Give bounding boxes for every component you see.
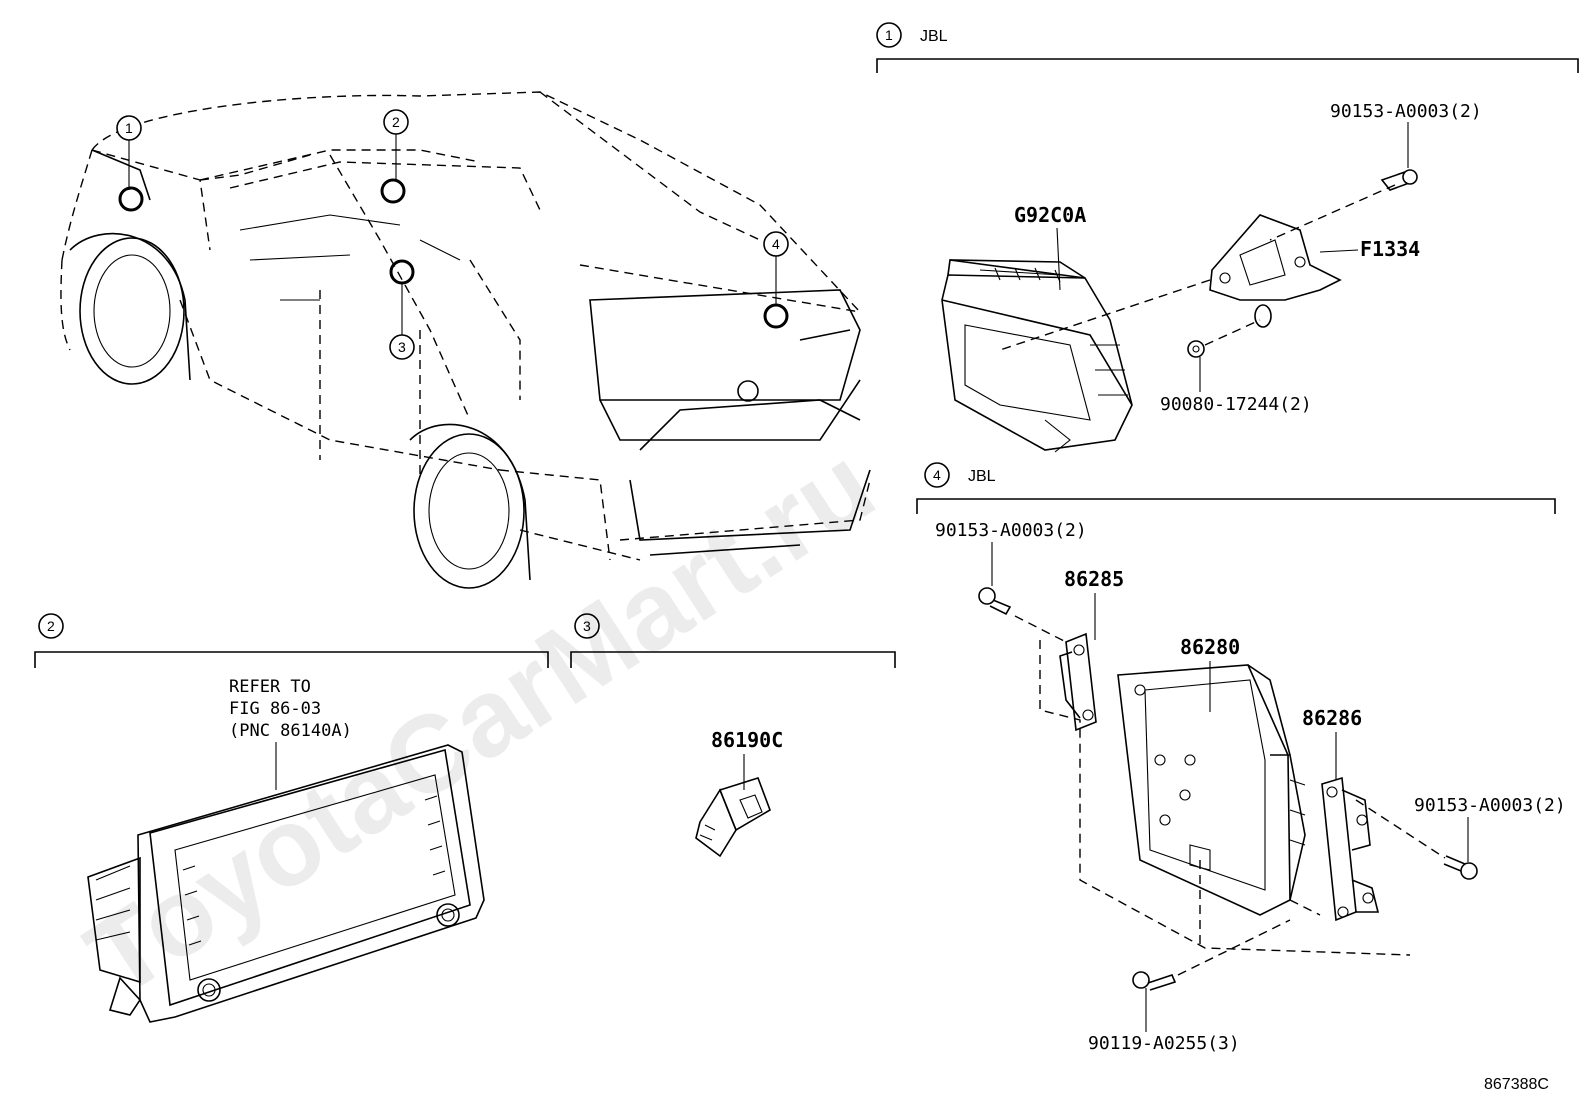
label-bolt-s4-right: 90153-A0003(2) xyxy=(1414,795,1566,816)
svg-text:2: 2 xyxy=(47,618,55,634)
bracket-86286 xyxy=(1321,776,1380,922)
svg-text:4: 4 xyxy=(933,467,941,483)
vehicle-illustration xyxy=(60,91,871,589)
bolt-s4-right xyxy=(1443,855,1478,880)
display-unit xyxy=(87,744,485,1023)
svg-text:4: 4 xyxy=(772,236,780,252)
section-1-header: 1 JBL xyxy=(876,22,1579,73)
bracket-f1334 xyxy=(1209,214,1342,301)
section-2-header: 2 xyxy=(34,613,549,668)
svg-text:REFER TO: REFER TO xyxy=(229,677,311,697)
svg-text:(PNC 86140A): (PNC 86140A) xyxy=(229,721,352,741)
amplifier-g92c0a xyxy=(941,259,1133,453)
bracket-86285 xyxy=(1059,632,1097,732)
label-bolt-s4-bottom: 90119-A0255(3) xyxy=(1088,1033,1240,1054)
label-86286: 86286 xyxy=(1302,706,1362,730)
figure-id: 867388C xyxy=(1484,1076,1549,1093)
label-86190c: 86190C xyxy=(711,728,783,752)
label-bolt-s1-top: 90153-A0003(2) xyxy=(1330,101,1482,122)
label-bolt-s4-left: 90153-A0003(2) xyxy=(935,520,1087,541)
svg-text:2: 2 xyxy=(392,114,400,130)
label-86280: 86280 xyxy=(1180,635,1240,659)
label-nut-s1: 90080-17244(2) xyxy=(1160,394,1312,415)
vehicle-callout-1: 1 xyxy=(116,115,144,212)
vehicle-callout-2: 2 xyxy=(380,109,409,204)
vehicle-callout-3: 3 xyxy=(389,259,415,360)
label-f1334: F1334 xyxy=(1360,237,1420,261)
reference-note: REFER TO FIG 86-03 (PNC 86140A) xyxy=(229,677,352,790)
label-86285: 86285 xyxy=(1064,567,1124,591)
svg-text:1: 1 xyxy=(885,27,893,43)
nut-s1 xyxy=(1187,304,1272,358)
svg-text:3: 3 xyxy=(583,618,591,634)
label-g92c0a: G92C0A xyxy=(1014,203,1086,227)
bolt-s4-bottom xyxy=(1132,971,1177,991)
watermark: ToyotaCarMart.ru xyxy=(66,422,895,1020)
usb-port-86190c xyxy=(695,777,771,858)
svg-text:FIG 86-03: FIG 86-03 xyxy=(229,699,321,719)
bolt-s4-left xyxy=(978,587,1012,616)
section-4-header: 4 JBL xyxy=(916,462,1556,514)
svg-text:3: 3 xyxy=(398,339,406,355)
svg-text:1: 1 xyxy=(125,120,133,136)
amplifier-86280 xyxy=(1117,664,1306,916)
vehicle-callout-4: 4 xyxy=(763,231,789,329)
svg-text:JBL: JBL xyxy=(920,28,948,45)
svg-text:JBL: JBL xyxy=(968,468,996,485)
bolt-s1-top xyxy=(1380,169,1418,191)
section-3-header: 3 xyxy=(570,613,896,668)
